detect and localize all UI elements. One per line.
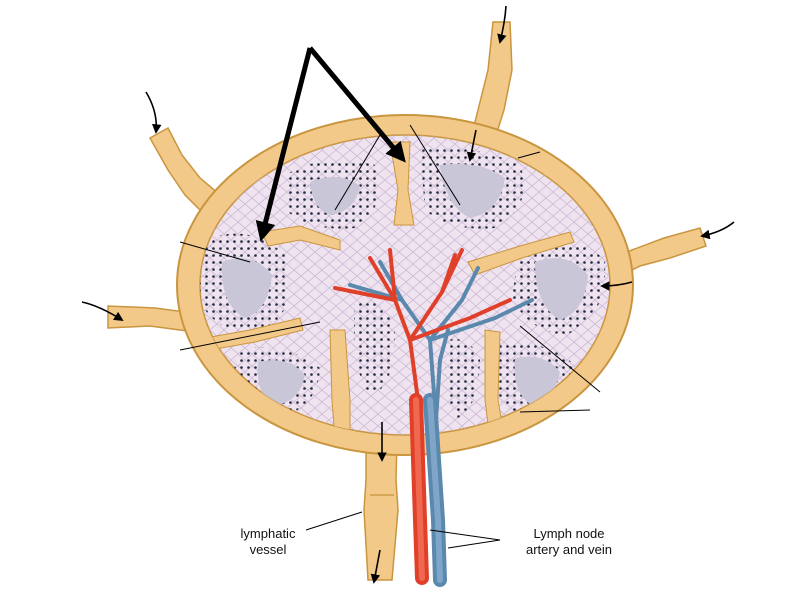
leader-lymphatic-vessel	[305, 511, 363, 531]
flow-arrow-left	[81, 301, 124, 322]
follicle-1-center	[310, 176, 360, 215]
leader-lines	[179, 124, 601, 549]
leader-cortex-left	[179, 241, 251, 263]
follicle-5-center	[257, 360, 305, 405]
leader-follicle-top	[409, 124, 461, 206]
leader-artery	[429, 529, 501, 541]
flow-arrow-top-right	[497, 5, 507, 44]
trabeculae	[204, 141, 575, 435]
trabecula-bottom-right	[484, 329, 506, 435]
follicle-3-center	[221, 258, 272, 318]
flow-arrow-top-right-2	[466, 129, 477, 162]
flow-arrow-upper-left	[145, 91, 162, 134]
flow-arrows	[81, 5, 735, 584]
follicles	[200, 147, 606, 418]
leader-capsule-top	[517, 151, 541, 159]
pointer-arrows	[255, 46, 406, 242]
leader-bottom-right	[519, 409, 591, 413]
trabecula-bottom-left	[329, 329, 351, 435]
trabecula-top	[389, 141, 415, 226]
follicle-4-center	[535, 258, 588, 320]
blood-vessels	[333, 248, 534, 587]
label-lymphatic-vessel-line2: vessel	[249, 542, 287, 557]
label-lymph-node-line1: Lymph node	[533, 526, 605, 541]
pointer-arrow-left	[255, 47, 313, 242]
leader-vein	[447, 539, 501, 549]
leader-cortex-top	[334, 134, 381, 211]
pointer-arrow-right	[308, 46, 406, 163]
flow-arrow-bottom-out	[370, 549, 381, 584]
medullary-cord-2	[445, 339, 480, 418]
label-lymph-node-artery-vein: Lymph node artery and vein	[514, 526, 624, 558]
label-lymphatic-vessel-line1: lymphatic	[240, 526, 296, 541]
medullary-cord-1	[354, 299, 395, 395]
label-lymphatic-vessel: lymphatic vessel	[226, 526, 310, 558]
leader-medulla-right	[519, 325, 601, 393]
flow-arrow-right-2	[600, 281, 633, 291]
leader-trabecula-left	[179, 321, 321, 351]
trabecula-upper-left	[261, 225, 341, 251]
label-lymph-node-line2: artery and vein	[526, 542, 612, 557]
follicle-2-center	[440, 163, 505, 218]
flow-arrow-right	[700, 221, 735, 240]
